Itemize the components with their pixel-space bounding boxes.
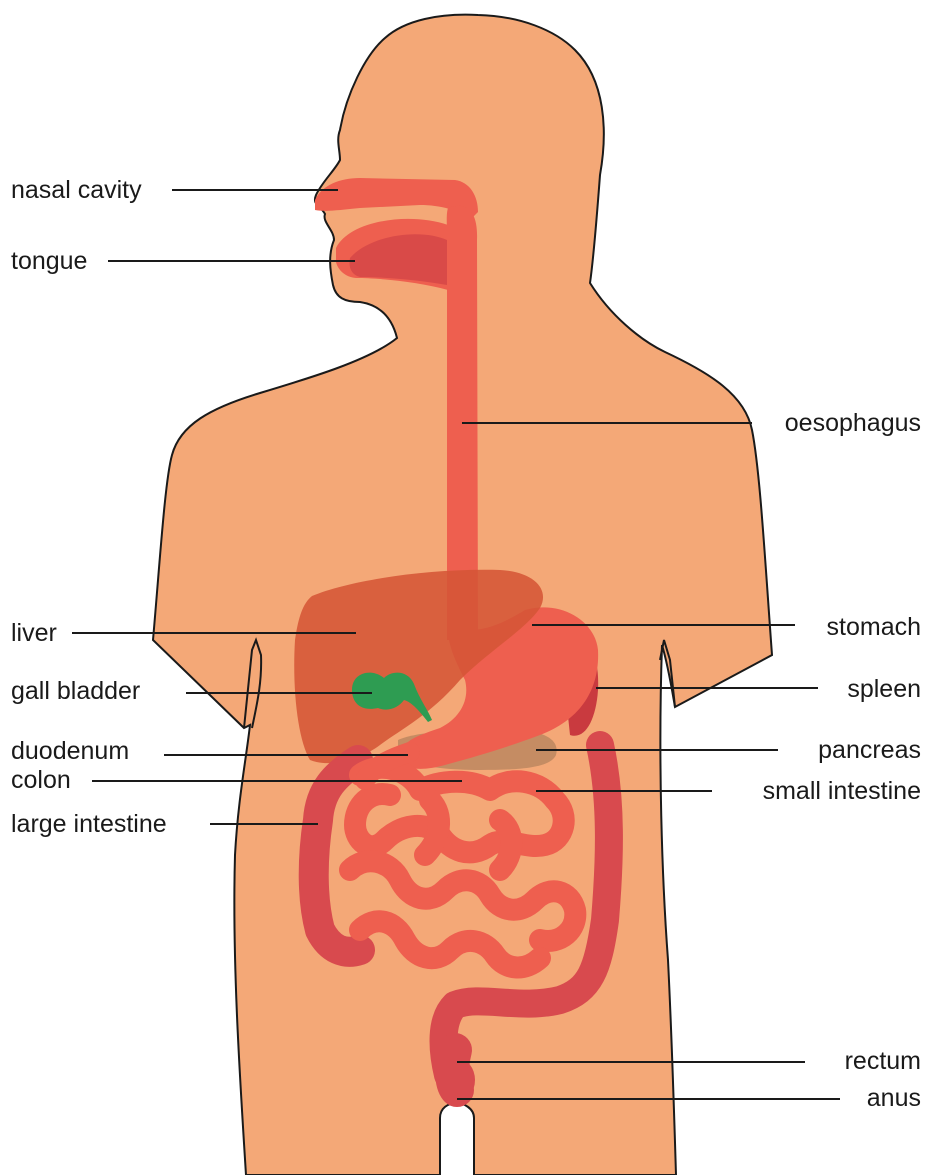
label-stomach: stomach: [827, 612, 921, 642]
label-colon: colon: [11, 765, 71, 795]
label-duodenum: duodenum: [11, 736, 129, 766]
label-oesophagus: oesophagus: [785, 408, 921, 438]
rectum-shape: [439, 1058, 475, 1102]
label-anus: anus: [867, 1083, 921, 1113]
label-nasal-cavity: nasal cavity: [11, 175, 142, 205]
label-large-intestine: large intestine: [11, 809, 167, 839]
label-gall-bladder: gall bladder: [11, 676, 140, 706]
label-rectum: rectum: [845, 1046, 921, 1076]
label-liver: liver: [11, 618, 57, 648]
label-pancreas: pancreas: [818, 735, 921, 765]
label-small-intestine: small intestine: [763, 776, 921, 806]
label-spleen: spleen: [847, 674, 921, 704]
label-tongue: tongue: [11, 246, 87, 276]
